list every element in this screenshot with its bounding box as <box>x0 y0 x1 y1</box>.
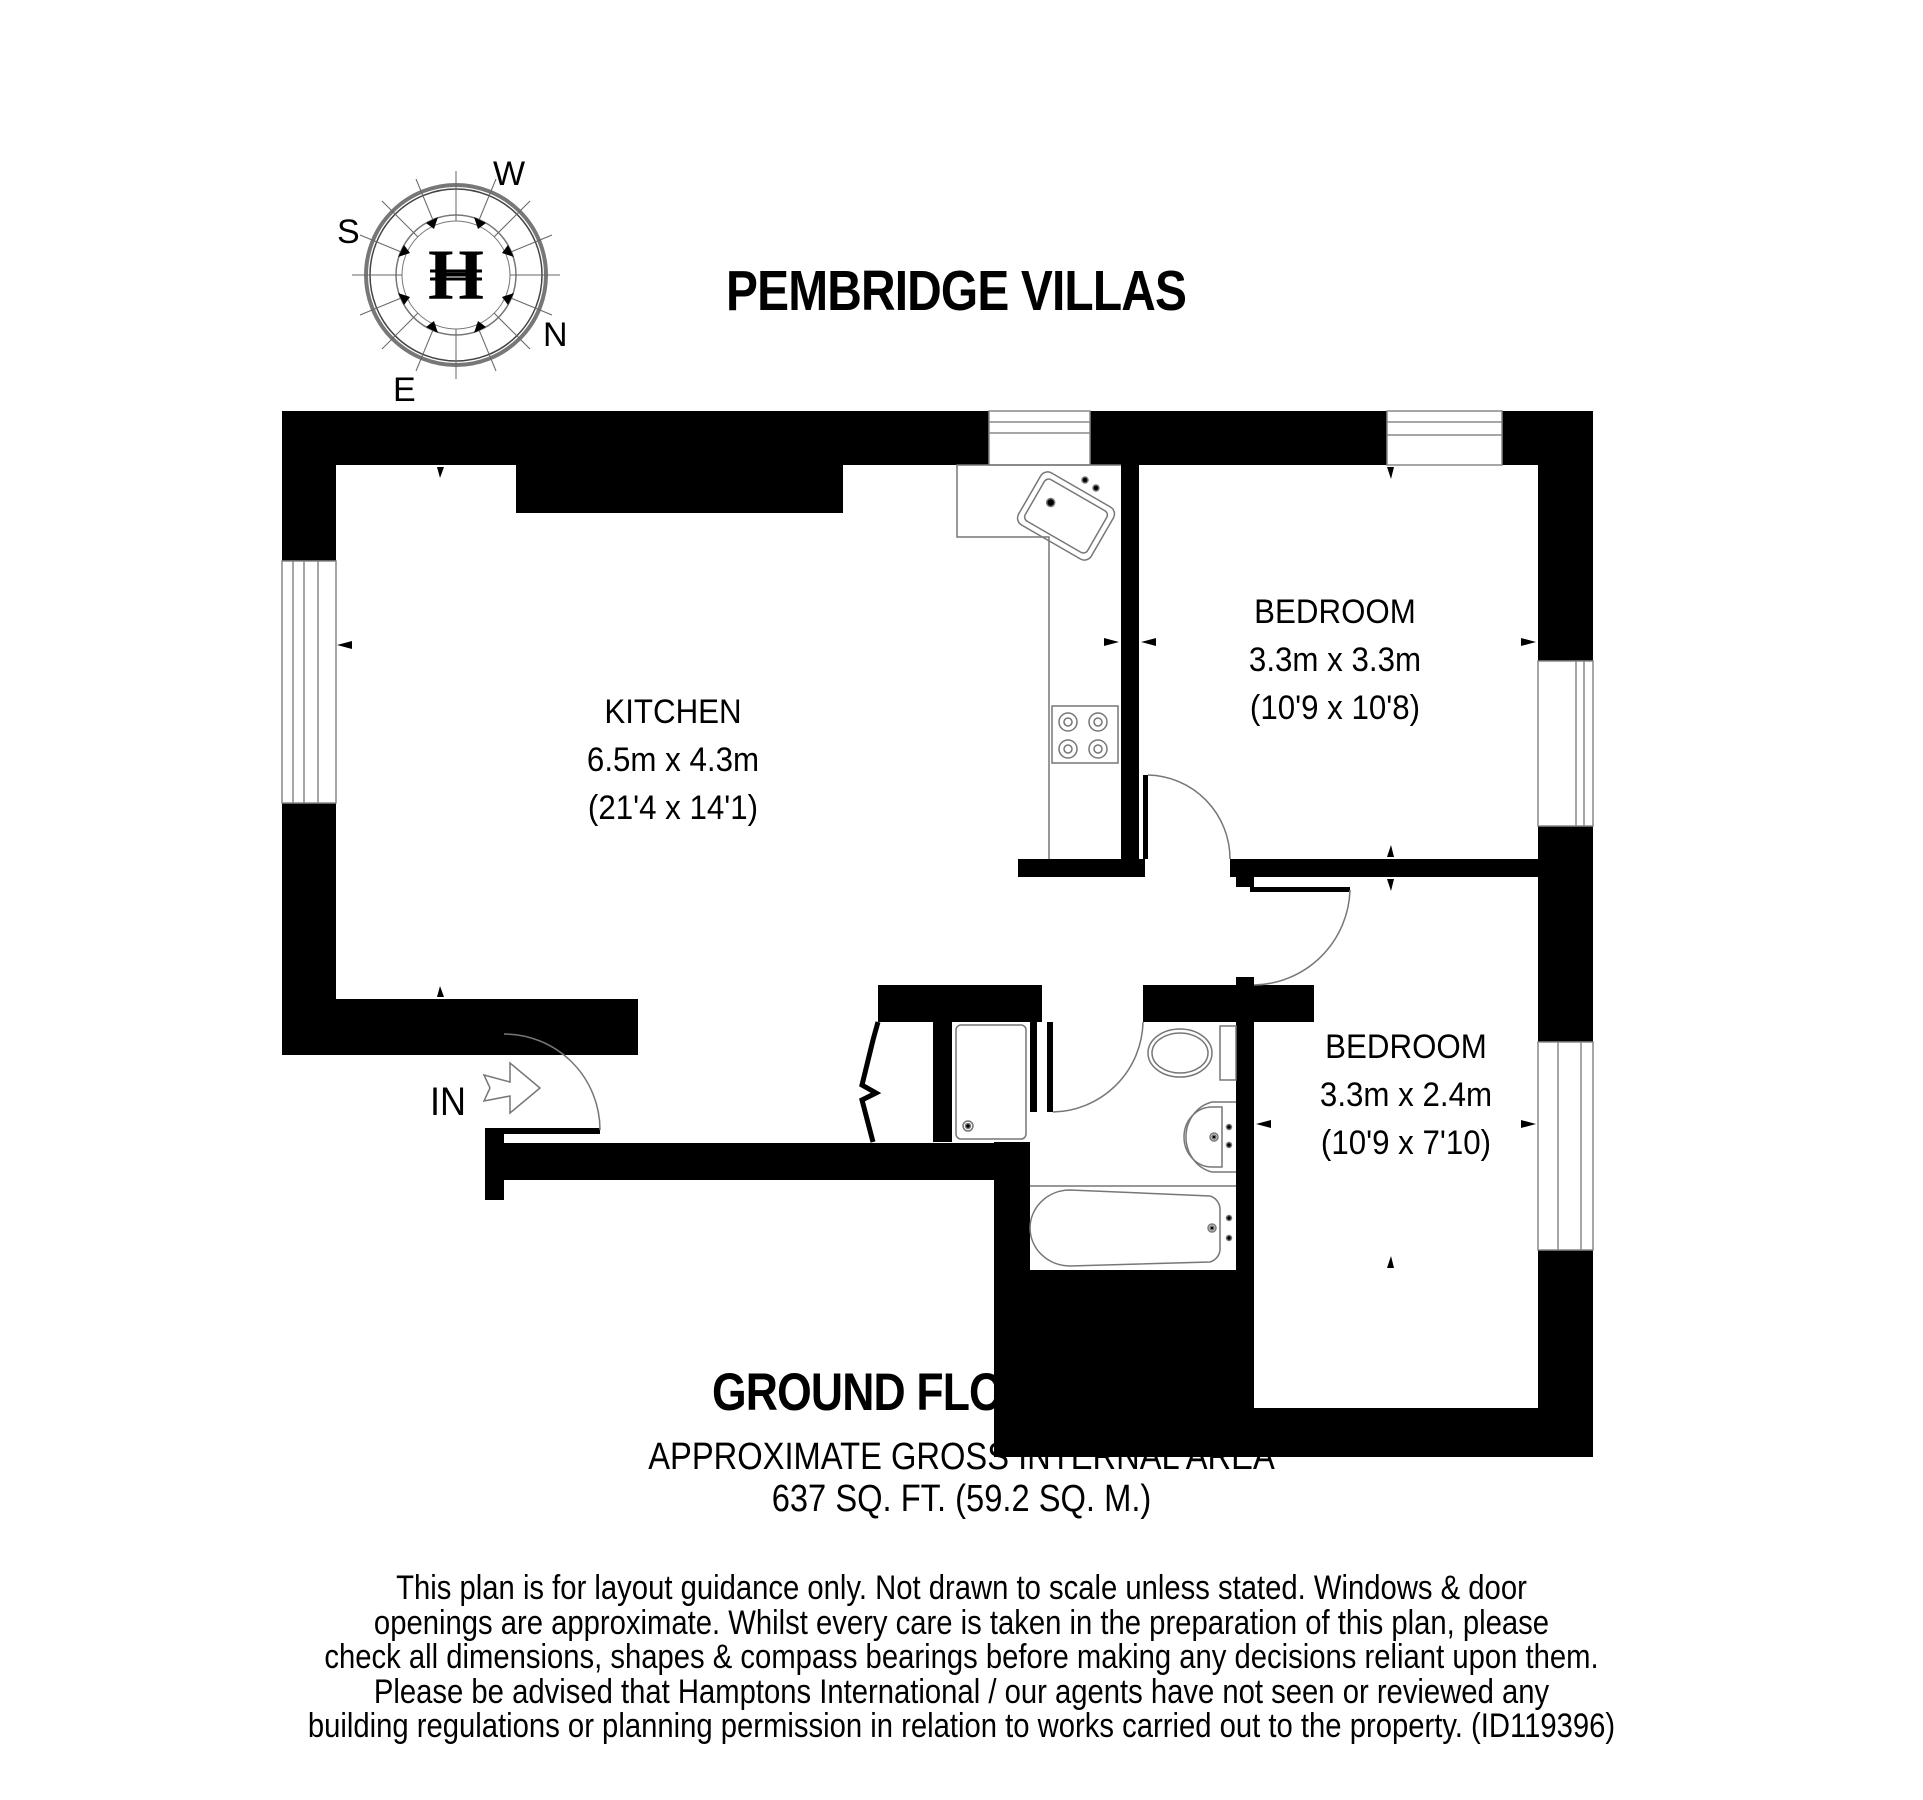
room-imperial: (21'4 x 14'1) <box>587 789 759 827</box>
bathroom-fixtures <box>955 1024 1237 1267</box>
room-name: BEDROOM <box>1325 1028 1487 1066</box>
disclaimer-line: openings are approximate. Whilst every c… <box>373 1603 1550 1642</box>
room-label-kitchen: KITCHEN 6.5m x 4.3m (21'4 x 14'1) <box>513 688 833 832</box>
area-value: 637 SQ. FT. (59.2 SQ. M.) <box>771 1478 1152 1520</box>
disclaimer-line: building regulations or planning permiss… <box>307 1707 1616 1745</box>
disclaimer-line: Please be advised that Hamptons Internat… <box>373 1672 1550 1711</box>
shower-tray-icon <box>955 1024 1027 1140</box>
entrance-arrow-icon <box>482 1061 542 1115</box>
room-imperial: (10'9 x 10'8) <box>1249 689 1421 727</box>
compass-icon: H <box>352 171 560 379</box>
compass-letter-e: E <box>393 371 416 409</box>
kitchen-counter <box>956 464 1121 859</box>
compass-letter-s: S <box>337 213 360 251</box>
compass-letter-n: N <box>543 316 568 354</box>
area-summary: APPROXIMATE GROSS INTERNAL AREA 637 SQ. … <box>0 1436 1923 1520</box>
disclaimer: This plan is for layout guidance only. N… <box>0 1571 1923 1744</box>
room-name: BEDROOM <box>1254 593 1416 631</box>
area-label: APPROXIMATE GROSS INTERNAL AREA <box>648 1436 1275 1478</box>
dimension-markers <box>337 467 1536 1268</box>
room-metric: 6.5m x 4.3m <box>586 741 760 779</box>
hob-icon <box>1051 705 1119 764</box>
basin-icon <box>1183 1101 1236 1173</box>
windows <box>281 410 1594 1251</box>
room-metric: 3.3m x 2.4m <box>1319 1076 1493 1114</box>
room-name: KITCHEN <box>604 693 742 731</box>
floor-title: GROUND FLOOR <box>712 1363 1069 1422</box>
room-label-bedroom-1: BEDROOM 3.3m x 3.3m (10'9 x 10'8) <box>1175 588 1495 732</box>
disclaimer-line: check all dimensions, shapes & compass b… <box>324 1638 1599 1676</box>
toilet-icon <box>1147 1025 1237 1081</box>
doors <box>503 774 1351 1143</box>
entrance-label: IN <box>430 1080 466 1124</box>
room-label-bedroom-2: BEDROOM 3.3m x 2.4m (10'9 x 7'10) <box>1246 1023 1566 1167</box>
sink-icon <box>1016 471 1116 561</box>
compass-letter-w: W <box>493 155 526 193</box>
bath-icon <box>1029 1189 1233 1267</box>
page-title: PEMBRIDGE VILLAS <box>726 259 1187 323</box>
room-metric: 3.3m x 3.3m <box>1248 641 1422 679</box>
room-imperial: (10'9 x 7'10) <box>1320 1124 1492 1162</box>
compass-logo: H <box>428 235 484 315</box>
disclaimer-line: This plan is for layout guidance only. N… <box>396 1569 1527 1607</box>
